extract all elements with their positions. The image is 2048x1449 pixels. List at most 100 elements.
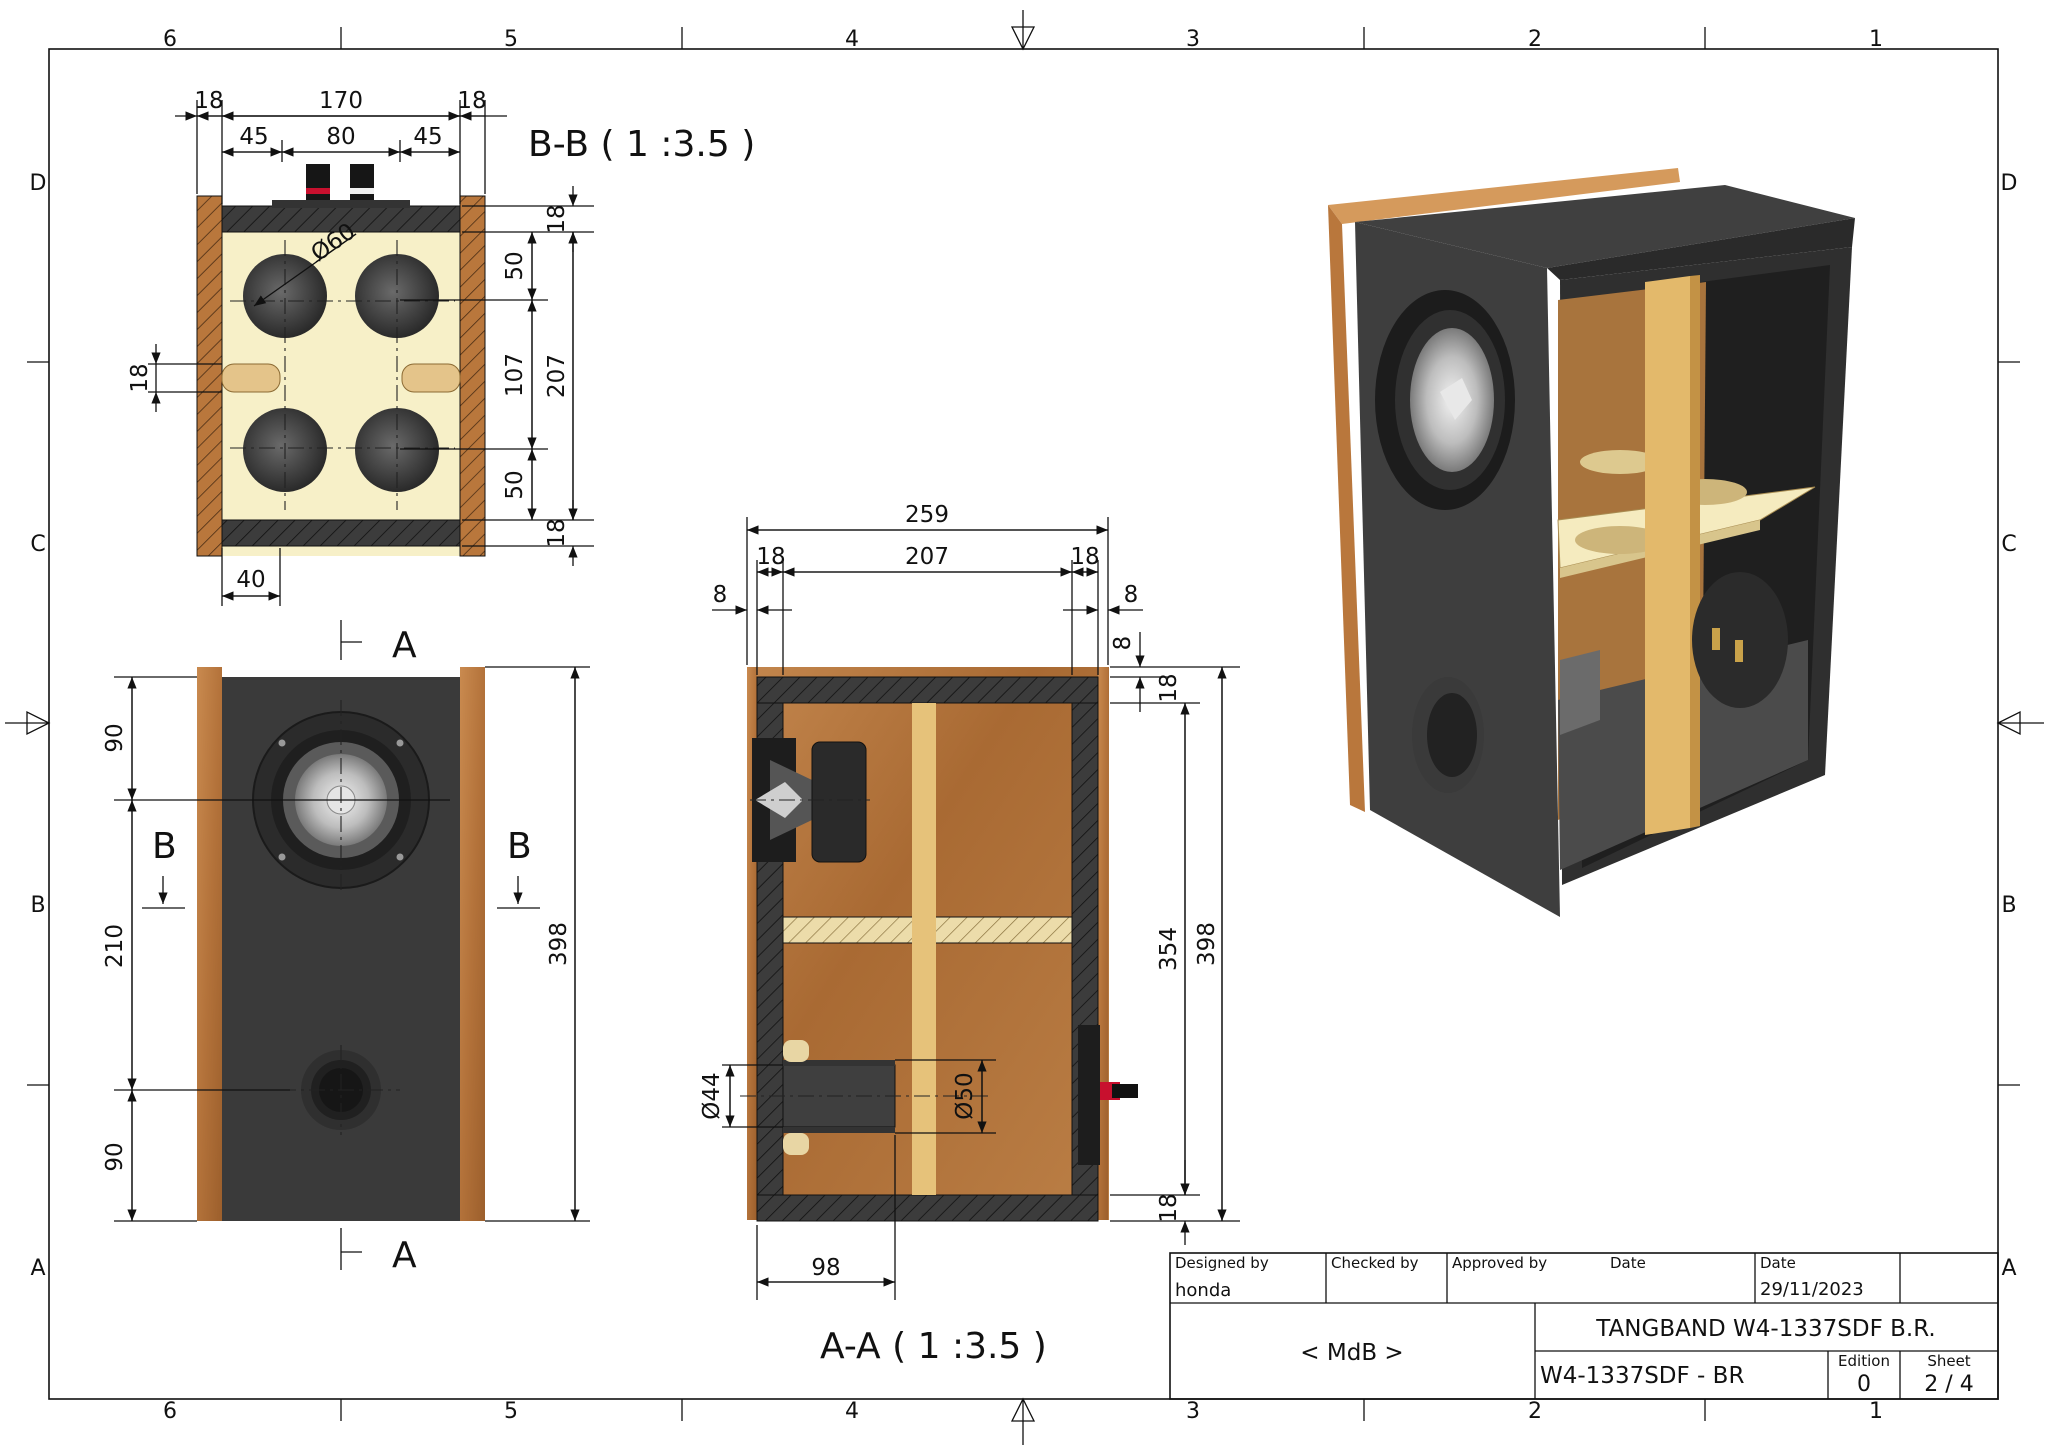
zone-row-c-left: C [30,532,45,557]
dim-right-c: 50 [502,470,528,499]
brace-slot-right [401,363,461,393]
dim-aa-baffle-left: 8 [713,582,728,608]
dim-aa-port-inner: Ø50 [952,1072,978,1119]
zone-col-5-top: 5 [504,27,518,52]
dim-right-b: 107 [502,353,528,397]
section-bb-title: B-B ( 1 :3.5 ) [528,124,755,165]
section-view-aa: 259 18 207 18 8 8 8 18 354 398 18 [699,502,1240,1367]
label-approved-by: Approved by [1452,1254,1547,1272]
dim-left-slot: 18 [127,363,153,392]
dim-top-left: 18 [194,88,223,114]
aa-top-panel [756,676,1099,704]
iso-side-panel-edge [1328,205,1365,812]
zone-col-6-bottom: 6 [163,1399,177,1424]
aa-bottom-panel [756,1194,1099,1222]
iso-vertical-brace [1645,276,1690,835]
section-marker-a-bottom: A [392,1235,417,1276]
drawing-title: TANGBAND W4-1337SDF B.R. [1595,1316,1935,1342]
section-aa-title: A-A ( 1 :3.5 ) [820,1326,1047,1367]
label-checked-by: Checked by [1331,1254,1419,1272]
aa-vertical-brace [912,703,936,1195]
dim-aa-port-offset: 98 [811,1255,840,1281]
dim-inner-mid: 80 [326,124,355,150]
company-name: < MdB > [1300,1340,1403,1366]
section-marker-b-left: B [152,826,177,867]
dim-top-right: 18 [457,88,486,114]
aa-terminal-icon [1078,1025,1138,1165]
dim-aa-top-b: 18 [1156,673,1182,702]
rear-veneer [1098,667,1108,1220]
dim-front-total: 398 [546,922,572,966]
front-side-right [460,667,485,1221]
zone-col-4-top: 4 [845,27,859,52]
dim-inner-right: 45 [413,124,442,150]
front-view: A A B B 90 210 90 398 [102,620,590,1276]
dim-aa-inner-width: 207 [905,544,949,570]
dim-right-a: 50 [502,251,528,280]
zone-row-a-left: A [30,1256,45,1281]
dim-front-top: 90 [102,723,128,752]
bottom-panel-section [221,519,461,547]
zone-col-1-bottom: 1 [1869,1399,1883,1424]
iso-side-panel-top-edge [1328,168,1680,224]
isometric-cutaway-view [1328,168,1855,917]
side-wall-left [196,195,223,557]
binding-post-icon [306,164,374,200]
zone-col-1-top: 1 [1869,27,1883,52]
dim-aa-total-width: 259 [905,502,949,528]
dim-right-total: 207 [544,354,570,398]
dim-aa-port-outer: Ø44 [699,1072,725,1119]
side-wall-right [459,195,486,557]
top-panel-section [221,205,461,233]
zone-col-2-bottom: 2 [1528,1399,1542,1424]
zone-col-3-top: 3 [1186,27,1200,52]
value-edition: 0 [1857,1372,1871,1397]
iso-port-icon [1412,677,1484,793]
zone-row-b-right: B [2001,893,2016,918]
zone-col-2-top: 2 [1528,27,1542,52]
iso-woofer-icon [1375,290,1515,510]
dim-aa-wall-right: 18 [1070,544,1099,570]
drawing-number: W4-1337SDF - BR [1540,1363,1744,1389]
value-sheet: 2 / 4 [1924,1372,1973,1397]
dim-bottom-left: 40 [236,567,265,593]
sheet-frame: 6 5 4 3 2 1 6 5 4 3 2 1 D C B A D C B A [5,10,2044,1445]
vent-hole-2 [355,254,439,338]
dim-aa-inner-height: 354 [1156,927,1182,971]
dim-aa-baffle-right: 8 [1124,582,1139,608]
title-block: Designed by honda Checked by Approved by… [1169,1252,1999,1400]
zone-col-5-bottom: 5 [504,1399,518,1424]
section-marker-a-top: A [392,625,417,666]
section-marker-b-right: B [507,826,532,867]
front-side-left [197,667,222,1221]
dim-aa-bottom: 18 [1156,1193,1182,1222]
iso-top-panel [1355,185,1855,268]
section-view-bb: Ø60 18 170 18 45 80 45 B-B ( 1 :3.5 ) [127,88,755,606]
label-sheet: Sheet [1927,1352,1970,1370]
dim-top-width: 170 [319,88,363,114]
dim-inner-left: 45 [239,124,268,150]
zone-row-b-left: B [30,893,45,918]
terminal-plate [272,200,410,208]
label-date-1: Date [1610,1254,1646,1272]
zone-row-c-right: C [2001,532,2016,557]
dim-front-bottom: 90 [102,1142,128,1171]
label-designed-by: Designed by [1175,1254,1269,1272]
dim-front-mid: 210 [102,924,128,968]
zone-col-4-bottom: 4 [845,1399,859,1424]
brace-slot-left [221,363,281,393]
zone-row-d-left: D [30,171,47,196]
zone-row-a-right: A [2001,1256,2016,1281]
zone-col-3-bottom: 3 [1186,1399,1200,1424]
vent-hole-1 [243,254,327,338]
label-date-2: Date [1760,1254,1796,1272]
dim-aa-top-a: 8 [1110,636,1136,651]
zone-row-d-right: D [2001,171,2018,196]
zone-col-6-top: 6 [163,27,177,52]
value-designed-by: honda [1175,1280,1231,1301]
front-baffle-veneer [747,667,757,1220]
label-edition: Edition [1838,1352,1890,1370]
dim-right-top: 18 [544,204,570,233]
dim-aa-total-height: 398 [1194,922,1220,966]
